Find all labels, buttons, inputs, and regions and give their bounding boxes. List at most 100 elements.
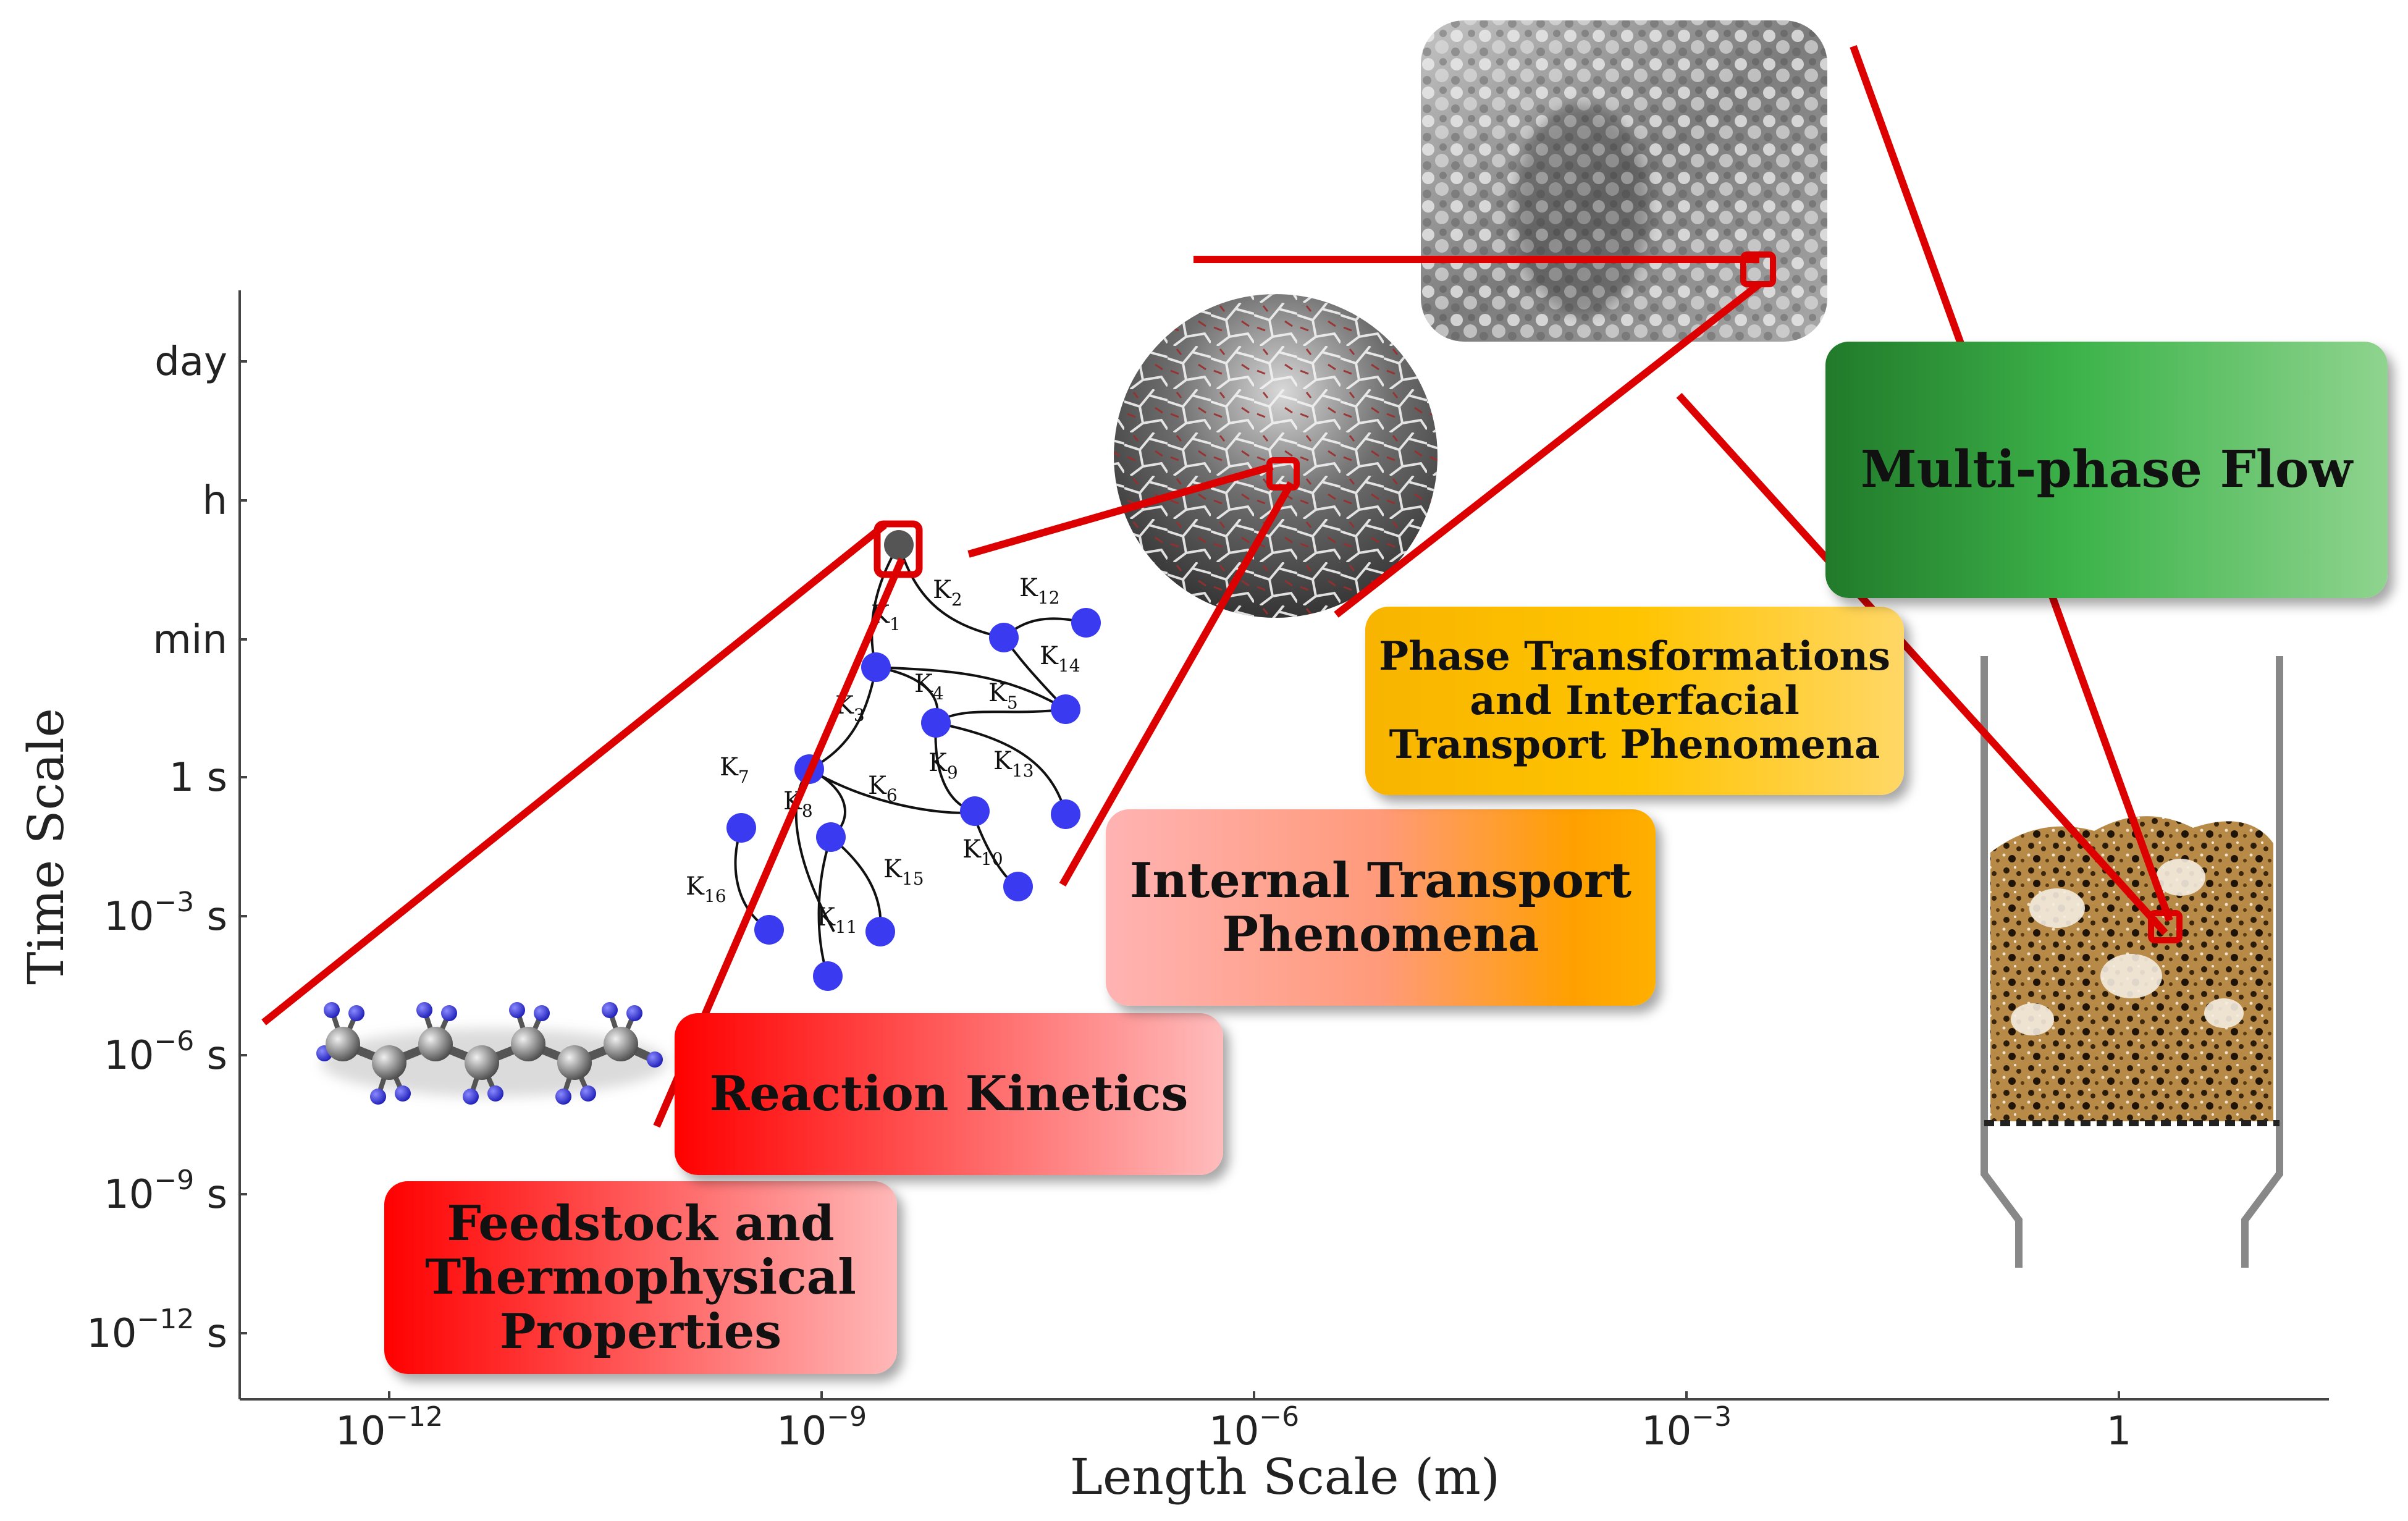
phase-line-3: Transport Phenomena <box>1389 722 1880 769</box>
feedstock-line-1: Feedstock and <box>447 1195 835 1252</box>
x-tick-label: 10−3 <box>1641 1401 1732 1454</box>
carbon-atom <box>326 1027 360 1061</box>
y-tick-label: day <box>154 339 227 385</box>
rate-constant-label: K7 <box>720 753 749 787</box>
rate-constant-label: K6 <box>868 772 898 806</box>
vessel-left-wall <box>1981 656 2023 1268</box>
zoom-box <box>874 520 923 578</box>
internal-transport-line-1: Internal Transport <box>1129 852 1632 909</box>
carbon-atom <box>604 1027 638 1061</box>
species-node <box>1071 608 1101 638</box>
rate-constant-label: K9 <box>928 749 958 783</box>
bubble <box>2011 1003 2054 1035</box>
y-ticks: day h min 1 s 10−3 s 10−6 s 10−9 s 10−12 s <box>86 339 247 1357</box>
axes <box>238 290 2329 1401</box>
phase-transformations-box: Phase Transformations and Interfacial Tr… <box>1365 607 1904 795</box>
hydrogen-atom <box>626 1005 642 1021</box>
zoom-box <box>1266 457 1300 491</box>
reactant-node <box>884 530 914 560</box>
y-tick-label: h <box>202 478 227 524</box>
rate-constant-label: K10 <box>962 835 1003 869</box>
rate-constant-label: K16 <box>686 872 726 906</box>
reaction-kinetics-box: Reaction Kinetics <box>675 1013 1223 1175</box>
carbon-atom <box>511 1027 545 1061</box>
zoom-line <box>1334 281 1762 618</box>
species-node <box>1051 799 1080 829</box>
rate-constant-label: K15 <box>883 855 924 889</box>
multiphase-flow-box: Multi-phase Flow <box>1825 342 2388 598</box>
reaction-kinetics-label: Reaction Kinetics <box>709 1066 1189 1123</box>
y-tick-label: 10−3 s <box>104 887 227 940</box>
species-node <box>754 915 784 945</box>
hydrogen-atom <box>647 1051 663 1068</box>
phase-line-2: and Interfacial <box>1470 677 1800 724</box>
bubble <box>2204 998 2244 1028</box>
species-node <box>1051 694 1080 724</box>
zoom-line <box>967 463 1274 558</box>
hydrogen-atom <box>534 1005 550 1021</box>
x-tick-label: 1 <box>2107 1409 2132 1454</box>
hydrogen-atom <box>370 1089 386 1105</box>
x-tick-label: 10−12 <box>335 1401 443 1454</box>
bubble <box>2029 888 2085 928</box>
vessel-right-wall <box>2241 656 2283 1268</box>
species-node <box>1003 872 1033 901</box>
bubble <box>2156 859 2205 896</box>
hydrogen-atom <box>416 1002 432 1018</box>
y-tick-label: min <box>153 617 227 663</box>
rate-constant-label: K5 <box>988 679 1018 713</box>
hydrocarbon-molecule <box>316 1002 667 1105</box>
hydrogen-atom <box>324 1002 340 1018</box>
rate-constant-label: K2 <box>933 576 962 610</box>
zoom-box <box>1740 251 1776 287</box>
internal-transport-line-2: Phenomena <box>1222 906 1539 963</box>
species-node <box>960 796 990 826</box>
granular-bed-image <box>1421 20 1827 342</box>
zoom-line <box>1059 481 1295 887</box>
y-tick-label: 1 s <box>169 755 227 801</box>
x-tick-label: 10−9 <box>777 1401 867 1454</box>
carbon-atom <box>557 1045 592 1080</box>
species-node <box>989 623 1019 652</box>
carbon-atom <box>372 1045 406 1080</box>
feedstock-box: Feedstock and Thermophysical Properties <box>384 1181 897 1374</box>
zoom-box <box>2148 910 2183 943</box>
carbon-atoms <box>326 1027 638 1080</box>
species-node <box>813 961 843 991</box>
rate-constant-label: K11 <box>817 903 857 937</box>
y-tick-label: 10−6 s <box>104 1026 227 1079</box>
multiphase-flow-label: Multi-phase Flow <box>1860 439 2353 499</box>
y-axis-label: Time Scale <box>17 708 75 985</box>
phase-line-1: Phase Transformations <box>1378 633 1891 680</box>
x-tick-label: 10−6 <box>1209 1401 1299 1454</box>
carbon-atom <box>465 1045 499 1080</box>
zoom-line <box>1676 392 2168 936</box>
species-node <box>921 708 951 738</box>
rate-constant-label: K14 <box>1040 642 1080 676</box>
porous-particle-image <box>1114 294 1438 618</box>
network-nodes <box>726 608 1101 991</box>
feedstock-line-2: Thermophysical <box>425 1249 856 1306</box>
bubble <box>2100 954 2162 998</box>
zoom-line <box>261 522 887 1026</box>
y-tick-label: 10−12 s <box>86 1304 227 1357</box>
hydrogen-atom <box>487 1085 503 1102</box>
y-tick-label: 10−9 s <box>104 1165 227 1218</box>
hydrogen-atom <box>509 1002 525 1018</box>
rate-constant-label: K12 <box>1019 574 1060 608</box>
x-ticks: 10−12 10−9 10−6 10−3 1 <box>335 1391 2132 1454</box>
species-node <box>816 822 846 852</box>
hydrogen-atom <box>348 1005 364 1021</box>
fluidized-bed-illustration <box>1981 656 2283 1268</box>
internal-transport-box: Internal Transport Phenomena <box>1106 809 1656 1006</box>
hydrogen-atom <box>441 1005 457 1021</box>
hydrogen-atom <box>602 1002 618 1018</box>
species-node <box>726 813 756 843</box>
species-node <box>861 652 891 682</box>
x-axis-label: Length Scale (m) <box>1070 1448 1500 1506</box>
species-node <box>865 917 895 946</box>
rate-constant-label: K4 <box>914 670 944 704</box>
